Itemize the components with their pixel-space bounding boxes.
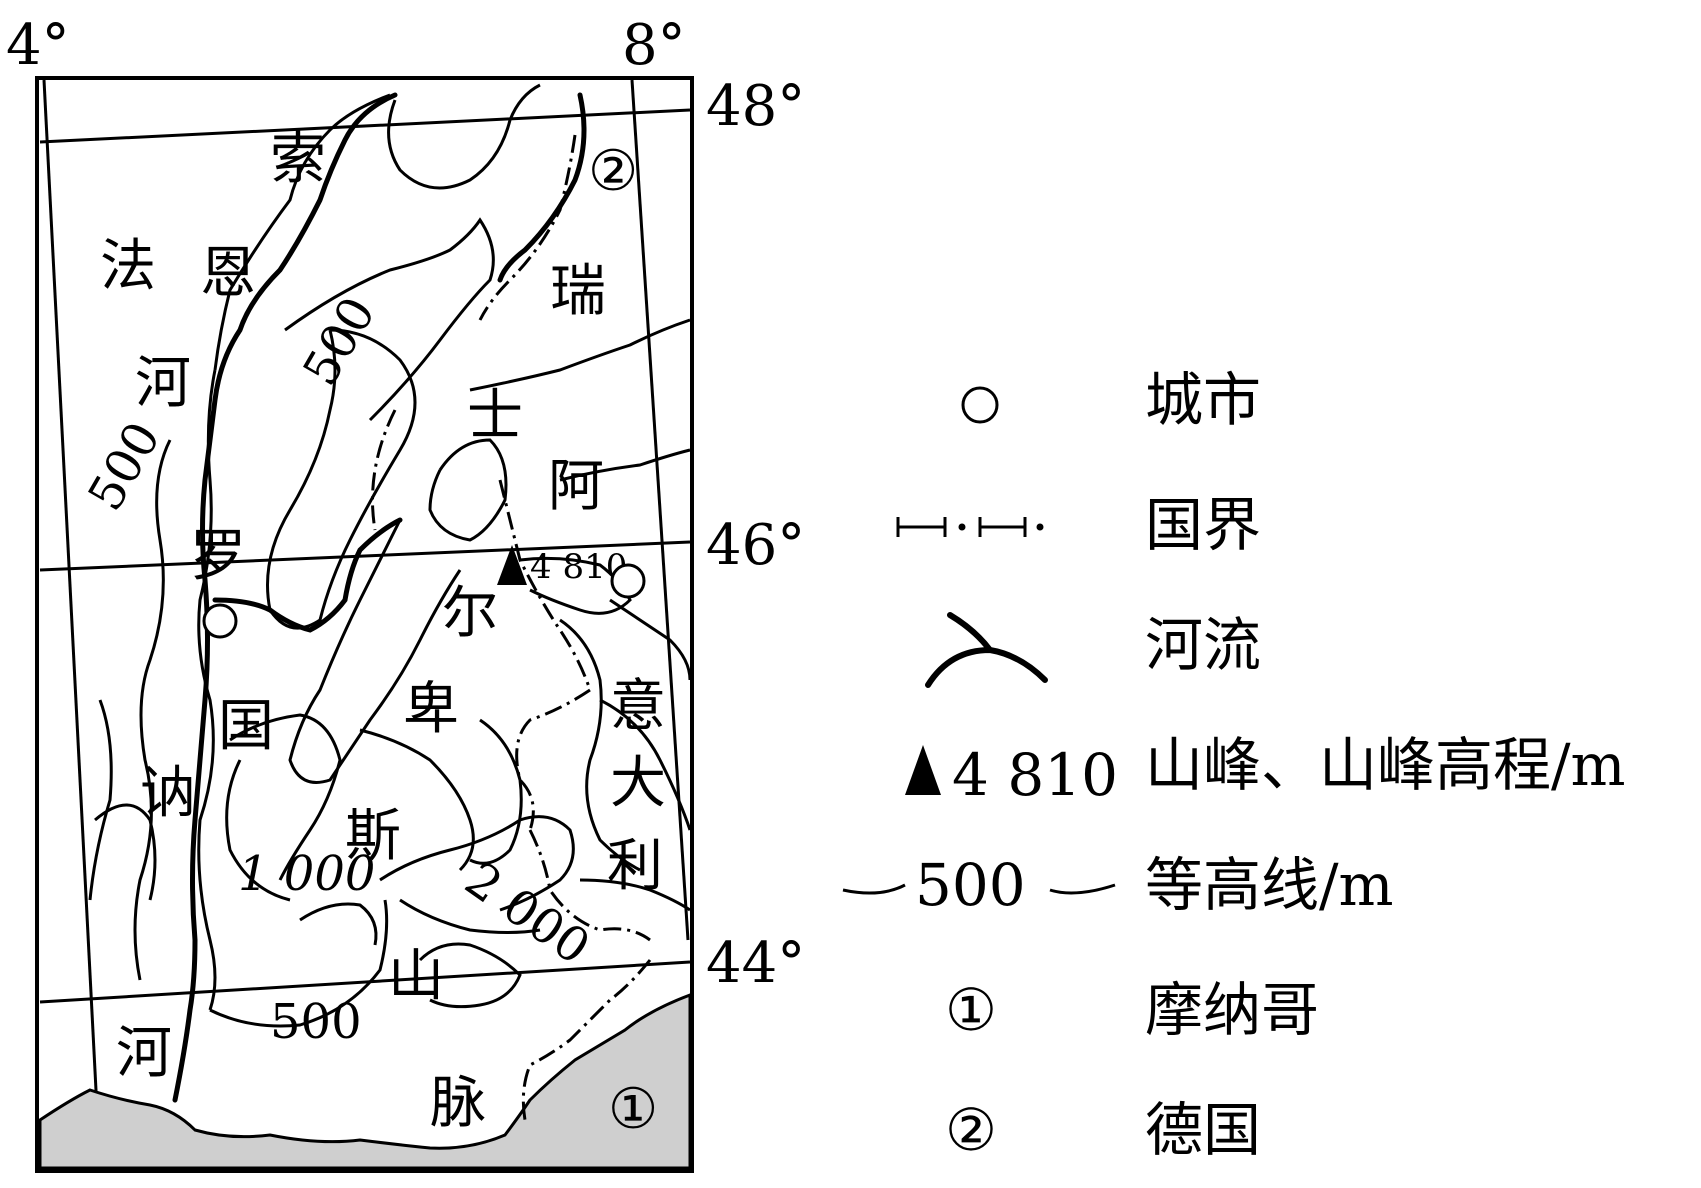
label-seine-2: 恩 bbox=[200, 241, 256, 306]
label-italy-3: 利 bbox=[607, 834, 663, 899]
label-alps-6: 脉 bbox=[430, 1071, 486, 1136]
lon-label-4: 4° bbox=[6, 13, 70, 78]
city-turin-icon bbox=[610, 563, 646, 599]
label-seine-3: 河 bbox=[135, 351, 191, 416]
label-rhone-1: 罗 bbox=[190, 524, 246, 589]
legend-river-label: 河流 bbox=[1145, 611, 1261, 679]
legend-peak-label: 山峰、山峰高程/m bbox=[1145, 731, 1626, 799]
contour-label-1000: 1 000 bbox=[238, 846, 375, 902]
legend-marker-2: ② bbox=[945, 1096, 997, 1164]
label-alps-5: 山 bbox=[388, 944, 444, 1009]
peak-triangle-icon bbox=[497, 545, 527, 585]
legend-border-label: 国界 bbox=[1145, 491, 1261, 559]
marker-germany: ② bbox=[588, 139, 638, 204]
contour-lines bbox=[88, 83, 692, 1028]
label-france-2: 国 bbox=[218, 694, 274, 759]
label-swiss-1: 瑞 bbox=[550, 259, 606, 324]
legend: 城市 国界 河流 4 810 山峰、山峰高程/m 500 等高线/m ① 摩纳哥… bbox=[842, 366, 1626, 1164]
marker-monaco: ① bbox=[608, 1077, 658, 1142]
label-italy-1: 意 bbox=[610, 674, 666, 739]
lat-label-44: 44° bbox=[706, 931, 805, 996]
legend-contour-line-right bbox=[1049, 883, 1116, 895]
legend-city-label: 城市 bbox=[1145, 366, 1261, 434]
national-borders bbox=[371, 134, 652, 1121]
legend-peak-icon bbox=[905, 745, 941, 795]
legend-border-icon bbox=[896, 517, 1044, 537]
label-italy-2: 大 bbox=[610, 751, 666, 816]
legend-contour-line-left bbox=[842, 883, 906, 895]
legend-marker-1: ① bbox=[945, 976, 997, 1044]
legend-contour-value: 500 bbox=[915, 851, 1026, 919]
legend-contour-label: 等高线/m bbox=[1145, 851, 1394, 919]
lon-label-8: 8° bbox=[622, 13, 686, 78]
label-seine-1: 索 bbox=[270, 127, 326, 192]
legend-river-icon bbox=[925, 612, 1048, 688]
label-alps-1: 阿 bbox=[548, 454, 604, 519]
legend-germany-label: 德国 bbox=[1145, 1096, 1261, 1164]
sea-area bbox=[38, 992, 692, 1170]
label-alps-2: 尔 bbox=[442, 581, 498, 646]
label-alps-3: 卑 bbox=[403, 677, 459, 742]
legend-city-icon bbox=[961, 386, 999, 424]
rivers bbox=[172, 92, 587, 1103]
label-swiss-2: 士 bbox=[467, 384, 523, 449]
lat-label-46: 46° bbox=[706, 513, 805, 578]
lat-label-48: 48° bbox=[706, 74, 805, 139]
label-alps-4: 斯 bbox=[345, 804, 401, 869]
legend-peak-value: 4 810 bbox=[952, 741, 1118, 809]
label-rhone-3: 河 bbox=[116, 1021, 172, 1086]
legend-monaco-label: 摩纳哥 bbox=[1145, 976, 1319, 1044]
contour-label-2000: 2 000 bbox=[455, 851, 600, 976]
city-lyon-icon bbox=[202, 603, 238, 639]
label-rhone-2: 讷 bbox=[140, 761, 196, 826]
label-france-1: 法 bbox=[100, 234, 156, 299]
contour-label-500-c: 500 bbox=[270, 994, 362, 1050]
